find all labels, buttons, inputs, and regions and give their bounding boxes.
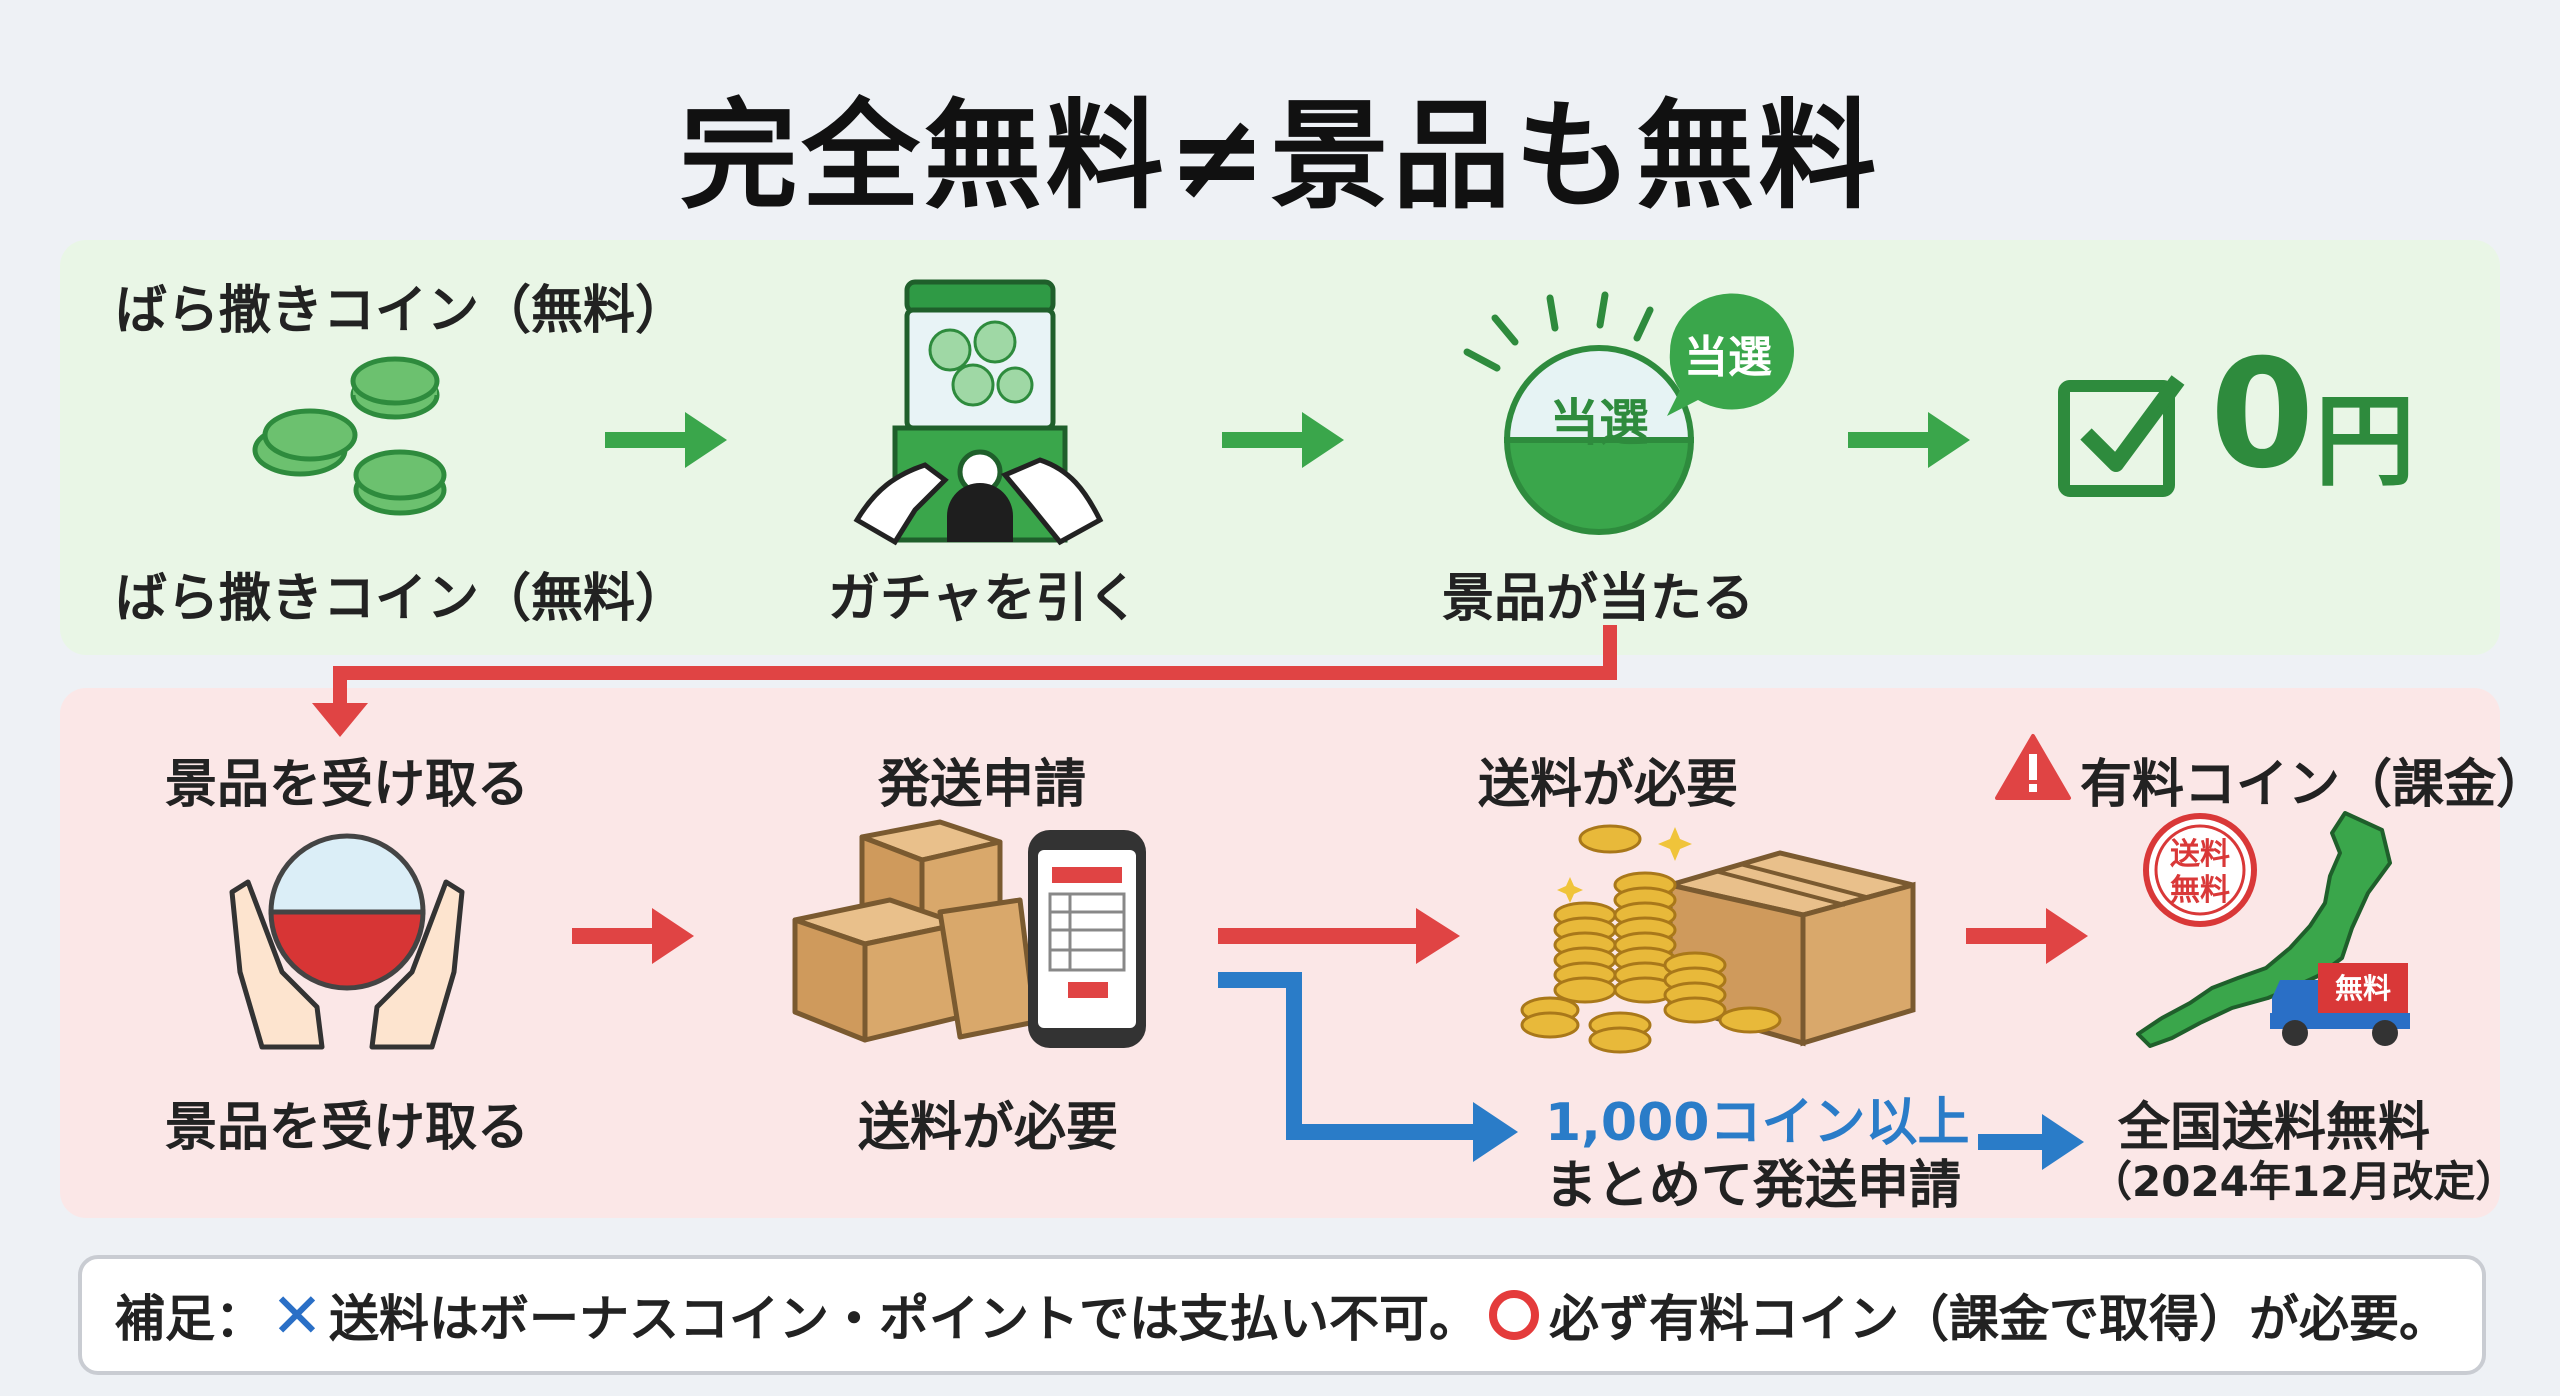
arrow-right-icon bbox=[1966, 908, 2088, 964]
free-coins-icon bbox=[252, 356, 447, 516]
arrow-right-icon bbox=[1218, 908, 1460, 964]
blue-path-arrow-icon bbox=[1218, 972, 1518, 1162]
bulk-line2: まとめて発送申請 bbox=[1545, 1156, 1962, 1216]
checkbox-icon bbox=[2058, 375, 2185, 497]
hands-capsule-icon bbox=[229, 833, 465, 1050]
circle-icon bbox=[1488, 1290, 1539, 1340]
free-line2: （2024年12月改定） bbox=[2090, 1157, 2518, 1206]
shipping-header: 送料が必要 bbox=[1478, 755, 1739, 815]
note-box: 補足： ✕ 送料はボーナスコイン・ポイントでは支払い不可。 必ず有料コイン（課金… bbox=[78, 1255, 2486, 1375]
boxes-phone-icon bbox=[792, 819, 1146, 1048]
bottom-panel bbox=[60, 688, 2500, 1218]
arrow-right-icon bbox=[1848, 412, 1970, 468]
cost-unit: 円 bbox=[2315, 383, 2415, 500]
warning-icon bbox=[1995, 734, 2071, 800]
apply-label: 送料が必要 bbox=[858, 1098, 1119, 1158]
paid-header: 有料コイン（課金） bbox=[2080, 755, 2549, 815]
arrow-right-icon bbox=[1978, 1114, 2084, 1170]
winning-capsule-icon: 当選 当選 bbox=[1463, 291, 1794, 535]
note-prefix: 補足： bbox=[115, 1290, 266, 1348]
note-text-1: 送料はボーナスコイン・ポイントでは支払い不可。 bbox=[328, 1290, 1479, 1348]
free-line1: 全国送料無料 bbox=[2118, 1098, 2431, 1158]
truck-text: 無料 bbox=[2335, 972, 2391, 1005]
receive-label: 景品を受け取る bbox=[165, 1098, 530, 1158]
stamp-line1: 送料 bbox=[2170, 837, 2230, 872]
coin-header: ばら撒きコイン（無料） bbox=[115, 281, 688, 341]
japan-delivery-icon: 送料 無料 無料 bbox=[2136, 811, 2410, 1048]
stamp-line2: 無料 bbox=[2170, 873, 2230, 908]
gacha-machine-icon bbox=[853, 279, 1104, 546]
bulk-line1: 1,000コイン以上 bbox=[1545, 1093, 1970, 1153]
coin-label: ばら撒きコイン（無料） bbox=[115, 569, 688, 629]
cross-icon: ✕ bbox=[271, 1278, 323, 1352]
coins-box-icon bbox=[1520, 824, 1916, 1054]
receive-header: 景品を受け取る bbox=[165, 755, 530, 815]
gacha-label: ガチャを引く bbox=[828, 569, 1140, 629]
arrow-right-icon bbox=[1222, 412, 1344, 468]
arrow-right-icon bbox=[572, 908, 694, 964]
connector-arrow-icon bbox=[312, 625, 1617, 737]
win-label: 景品が当たる bbox=[1442, 569, 1755, 629]
capsule-text: 当選 bbox=[1549, 394, 1649, 452]
bubble-text: 当選 bbox=[1684, 332, 1772, 383]
note-text-2: 必ず有料コイン（課金で取得）が必要。 bbox=[1548, 1290, 2449, 1348]
cost-value: 0 bbox=[2210, 328, 2315, 502]
apply-header: 発送申請 bbox=[878, 755, 1087, 815]
arrow-right-icon bbox=[605, 412, 727, 468]
page-title: 完全無料≠景品も無料 bbox=[679, 87, 1881, 225]
